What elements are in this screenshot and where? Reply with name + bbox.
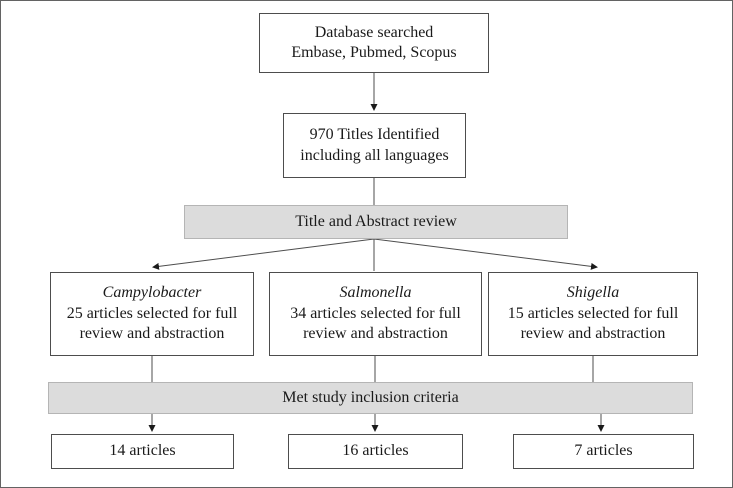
- node-shigella-full-review: Shigella 15 articles selected for full r…: [488, 272, 698, 356]
- met-inclusion-criteria-label: Met study inclusion criteria: [282, 389, 459, 406]
- final-14-articles-label: 14 articles: [109, 442, 176, 460]
- salmonella-organism-name: Salmonella: [339, 284, 412, 302]
- bar-met-inclusion-criteria: Met study inclusion criteria: [48, 382, 693, 414]
- node-campylobacter-full-review: Campylobacter 25 articles selected for f…: [50, 272, 254, 356]
- shigella-organism-name: Shigella: [566, 284, 620, 302]
- final-16-articles-label: 16 articles: [342, 442, 409, 460]
- arrow-review-to-campylobacter: [152, 238, 375, 270]
- campylobacter-line2: 25 articles selected for full: [66, 304, 238, 322]
- final-7-articles-label: 7 articles: [574, 442, 633, 460]
- node-database-searched: Database searched Embase, Pubmed, Scopus: [259, 13, 489, 73]
- titles-identified-line2: including all languages: [300, 146, 449, 164]
- titles-identified-line1: 970 Titles Identified: [309, 126, 440, 144]
- bar-title-abstract-review: Title and Abstract review: [184, 205, 568, 239]
- node-titles-identified: 970 Titles Identified including all lang…: [283, 113, 466, 178]
- node-final-16-articles: 16 articles: [288, 434, 463, 469]
- shigella-line2: 15 articles selected for full: [507, 304, 679, 322]
- arrow-review-to-shigella: [373, 238, 598, 270]
- shigella-line3: review and abstraction: [520, 325, 666, 343]
- campylobacter-organism-name: Campylobacter: [102, 284, 202, 302]
- title-abstract-review-label: Title and Abstract review: [295, 213, 457, 230]
- database-searched-line1: Database searched: [314, 23, 434, 41]
- database-searched-line2: Embase, Pubmed, Scopus: [291, 44, 457, 61]
- node-salmonella-full-review: Salmonella 34 articles selected for full…: [269, 272, 482, 356]
- salmonella-line2: 34 articles selected for full: [290, 304, 461, 322]
- node-final-14-articles: 14 articles: [51, 434, 234, 469]
- campylobacter-line3: review and abstraction: [79, 325, 225, 343]
- salmonella-line3: review and abstraction: [303, 325, 448, 343]
- node-final-7-articles: 7 articles: [513, 434, 694, 469]
